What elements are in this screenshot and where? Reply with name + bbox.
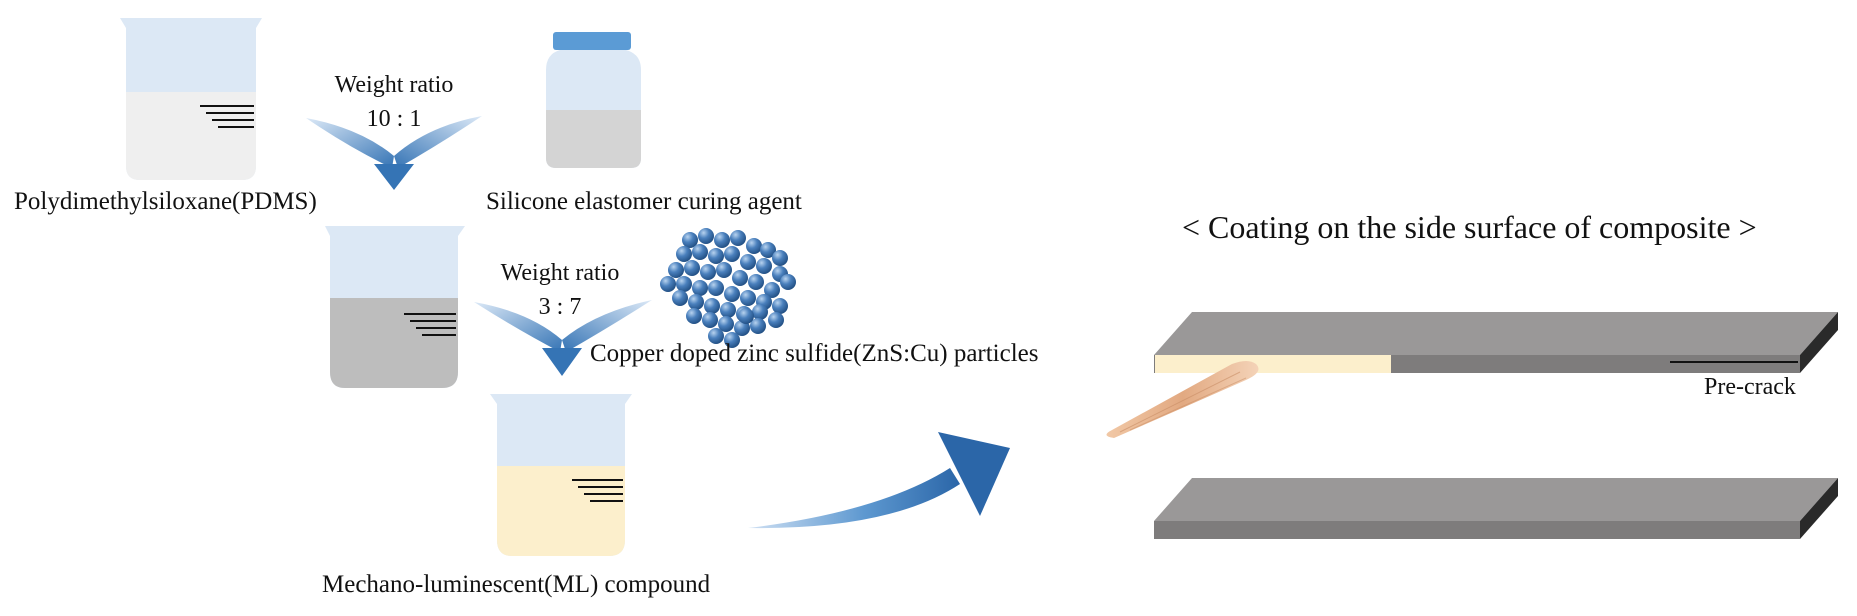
plate-icon	[1154, 312, 1838, 373]
particle-icon	[768, 312, 784, 328]
particle-icon	[750, 318, 766, 334]
particle-icon	[676, 276, 692, 292]
arrow-icon	[306, 116, 482, 190]
ratio2-value: 3 : 7	[539, 294, 582, 320]
particle-icon	[738, 308, 754, 324]
particle-icon	[772, 250, 788, 266]
particle-icon	[772, 298, 788, 314]
particle-icon	[708, 328, 724, 344]
particle-icon	[724, 246, 740, 262]
particle-icon	[708, 280, 724, 296]
particle-icon	[740, 254, 756, 270]
particle-icon	[708, 248, 724, 264]
beaker-icon	[120, 18, 262, 180]
particle-icon	[718, 316, 734, 332]
particle-icon	[740, 290, 756, 306]
plate-icon	[1154, 478, 1838, 539]
particle-icon	[704, 298, 720, 314]
ratio1-value: 10 : 1	[367, 106, 422, 132]
arrow-icon	[748, 432, 1010, 529]
bottle-icon	[546, 32, 641, 168]
particle-icon	[702, 312, 718, 328]
particle-icon	[700, 264, 716, 280]
curing-agent-label: Silicone elastomer curing agent	[486, 188, 802, 215]
beaker-icon	[325, 226, 465, 388]
particle-icon	[686, 308, 702, 324]
ratio1-title: Weight ratio	[335, 72, 454, 98]
particle-icon	[688, 294, 704, 310]
particle-icon	[764, 282, 780, 298]
ml-compound-label: Mechano-luminescent(ML) compound	[322, 571, 711, 598]
arrow-icon	[474, 300, 652, 376]
particle-icon	[780, 274, 796, 290]
particle-icon	[714, 232, 730, 248]
particle-icon	[692, 280, 708, 296]
particle-icon	[730, 230, 746, 246]
particle-icon	[668, 262, 684, 278]
particle-icon	[716, 262, 732, 278]
particle-icon	[724, 286, 740, 302]
particle-icon	[676, 246, 692, 262]
particles-label: Copper doped zinc sulfide(ZnS:Cu) partic…	[590, 340, 1039, 367]
particle-icon	[682, 232, 698, 248]
beaker-icon	[490, 394, 632, 556]
pdms-label: Polydimethylsiloxane(PDMS)	[14, 188, 317, 215]
particle-cluster	[660, 228, 796, 348]
particle-icon	[748, 274, 764, 290]
particle-icon	[660, 276, 676, 292]
coating-layer	[1155, 355, 1391, 373]
particle-icon	[732, 270, 748, 286]
particle-icon	[724, 332, 740, 348]
particle-icon	[756, 258, 772, 274]
particle-icon	[698, 228, 714, 244]
ratio2-title: Weight ratio	[501, 260, 620, 286]
particle-icon	[746, 238, 762, 254]
particle-icon	[760, 242, 776, 258]
particle-icon	[684, 260, 700, 276]
brush-icon	[1106, 361, 1259, 438]
coating-title: < Coating on the side surface of composi…	[1182, 209, 1757, 245]
particle-icon	[752, 304, 768, 320]
pre-crack-label: Pre-crack	[1704, 374, 1796, 400]
particle-icon	[692, 244, 708, 260]
particle-icon	[672, 290, 688, 306]
particle-icon	[720, 302, 736, 318]
